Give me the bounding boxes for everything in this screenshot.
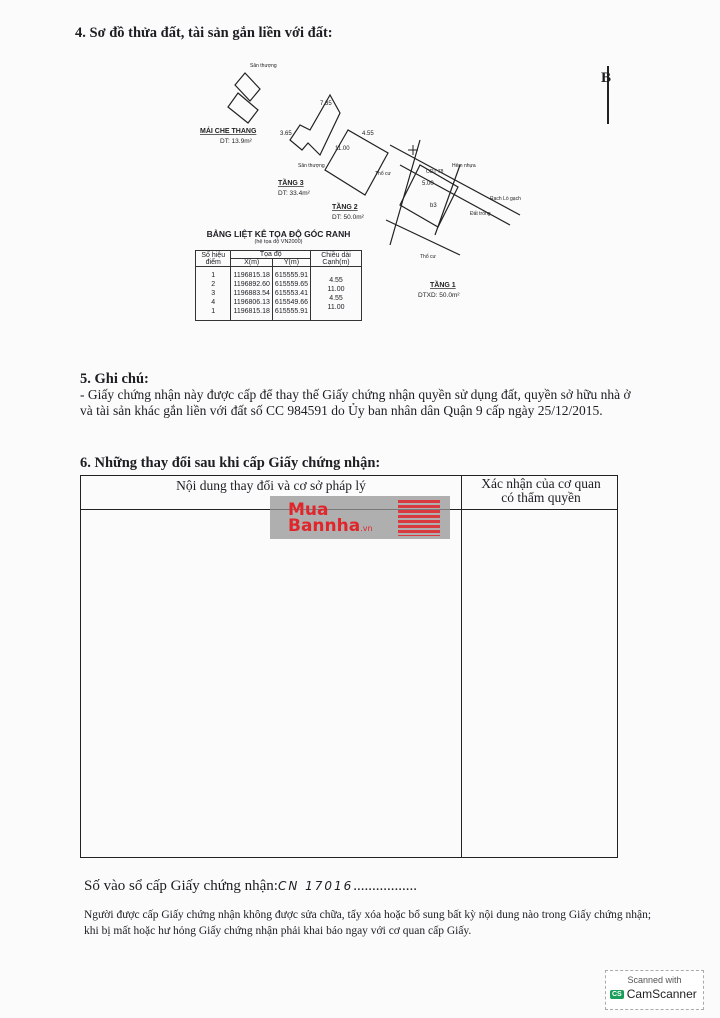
roof-shape [234,72,261,102]
registration-line: Số vào sổ cấp Giấy chứng nhận:CN 17016..… [84,878,417,895]
dim-label: 4.55 [362,131,374,137]
dotted-leader: ................. [353,878,418,894]
land-type-label: ODT 78 [426,169,444,175]
camscanner-line1: Scanned with [627,975,682,985]
residential-label: Thổ cư [375,170,392,177]
label-san-thuong-2: Sân thượng [298,163,325,169]
floor-name: TẦNG 3 [278,177,304,187]
cell: 615555.91 [274,272,309,279]
cell: 4 [211,299,216,306]
cell: 4.55 [329,294,343,302]
cell: 615555.91 [274,308,309,315]
boundary-line [385,219,461,256]
coord-table: Số hiệu điểm Tọa độ Chiều dài Cạnh(m) X(… [194,250,362,321]
col-header: Số hiệu điểm [194,250,232,267]
floor-name: TẦNG 1 [430,279,456,289]
boundary-line [399,164,511,226]
boundary-line [434,164,461,236]
section4-title: 4. Sơ đồ thửa đất, tài sản gắn liền với … [75,25,333,41]
section5-title: 5. Ghi chú: [80,371,149,387]
dim-label: 5.00 [422,181,434,187]
coord-table-title: BẢNG LIỆT KÊ TỌA ĐỘ GÓC RANH [206,229,351,239]
y-column: 615555.91 615559.65 615553.41 615549.66 6155… [271,266,312,321]
cell: 11.00 [327,285,345,293]
label-san-thuong: Sân thượng [250,63,277,69]
dim-label-365: 3.65 [280,131,292,137]
cell: 1196806.13 [233,299,270,306]
cell: 615559.65 [274,281,309,288]
cell: 1 [211,272,216,279]
section6-title: 6. Những thay đổi sau khi cấp Giấy chứng… [80,455,381,471]
parcel-label: b3 [430,203,437,209]
roof-shape-2 [227,92,259,124]
floor-area: DT: 50.0m² [332,214,365,221]
footer-notice: Người được cấp Giấy chứng nhận không đượ… [84,909,652,937]
camscanner-line2: CamScanner [626,987,697,1001]
cell: 4.55 [329,276,343,284]
north-arrow-line [607,66,609,124]
col-header-confirmation: Xác nhận của cơ quan có thẩm quyền [481,476,601,505]
floor3-shape [289,93,341,157]
landmark-cross-icon [408,145,418,155]
empty-land-label: Đất trống [470,211,491,217]
cell: 1196815.18 [233,272,270,279]
col-header-changes: Nội dung thay đổi và cơ sở pháp lý [176,478,366,493]
floor-plan-diagram: Sân thượng 7.35 3.65 Sân thượng 11.00 4.… [200,63,521,299]
watermark-brand: Bannha [288,516,361,536]
coord-table-subtitle: (hệ tọa độ VN2000) [254,239,303,245]
watermark-line1: Mua [288,500,329,520]
registration-label: Số vào sổ cấp Giấy chứng nhận: [84,878,278,894]
floor2-shape [324,129,389,196]
cell: 1196883.54 [233,290,270,297]
cell: 615553.41 [274,290,309,297]
cell: 1 [211,308,216,315]
camscanner-badge: Scanned with CS CamScanner [605,970,704,1010]
floor-area: DTXD: 50.0m² [418,292,460,299]
boundary-line [389,139,421,246]
cell: 2 [211,281,216,288]
registration-number: CN 17016 [277,879,354,893]
north-arrow-icon: B [598,66,618,126]
floor-name: TẦNG 2 [332,201,358,211]
col-header: X(m) [230,258,273,267]
north-label: B [601,70,612,86]
col-header: Chiều dài Cạnh(m) [310,250,362,267]
col-header: Y(m) [271,258,312,267]
section5-note: - Giấy chứng nhận này được cấp để thay t… [80,387,631,418]
column-divider [461,476,462,857]
x-column: 1196815.18 1196892.60 1196883.54 1196806.13… [230,266,273,321]
floor-name: MÁI CHE THANG [200,126,257,135]
floor-area: DT: 13.9m² [220,138,253,145]
building-icon [398,500,440,536]
point-column: 1 2 3 4 1 [194,266,232,321]
cell: 11.00 [327,303,345,311]
cell: 3 [211,290,216,297]
dim-label: 7.35 [320,101,332,107]
floor-area: DT: 33.4m² [278,190,311,197]
watermark-suffix: .vn [360,524,373,533]
camscanner-brand: CS CamScanner [610,987,703,1001]
canal-label: Rạch Lò gạch [490,196,521,202]
camscanner-logo-icon: CS [610,989,624,999]
dim-label: 11.00 [335,146,350,152]
alley-label: Hẻm nhựa [452,163,476,169]
residential-label-2: Thổ cư [420,253,437,260]
watermark-logo: Mua Bannha.vn [270,496,450,539]
col-header: Tọa độ [230,250,312,259]
cell: 615549.66 [274,299,309,306]
watermark-line2: Bannha.vn [288,518,373,537]
cell: 1196892.60 [233,281,270,288]
cell: 1196815.18 [233,308,270,315]
coord-table-heading: BẢNG LIỆT KÊ TỌA ĐỘ GÓC RANH (hệ tọa độ … [195,229,362,246]
